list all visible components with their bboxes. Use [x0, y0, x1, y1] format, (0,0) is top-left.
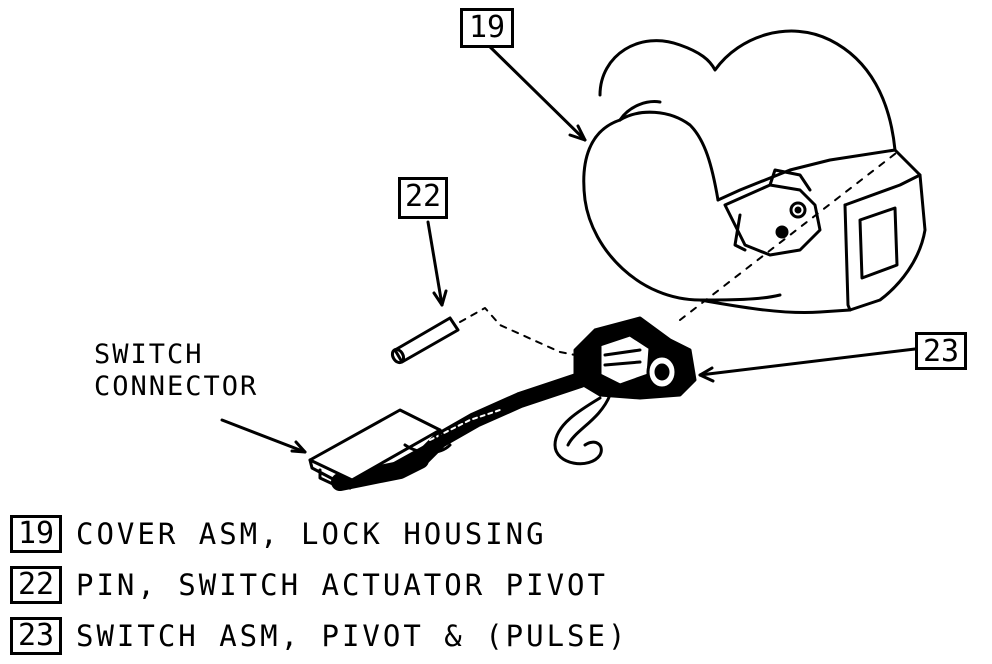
switch-connector-label-line2: CONNECTOR — [94, 371, 259, 402]
legend-item-19: 19 COVER ASM, LOCK HOUSING — [10, 514, 547, 554]
lock-housing-cover — [582, 29, 927, 314]
legend-number: 22 — [10, 566, 62, 604]
switch-connector-label-line1: SWITCH — [94, 339, 204, 370]
switch-assembly — [553, 316, 697, 466]
pivot-pin — [390, 316, 460, 365]
legend-description: PIN, SWITCH ACTUATOR PIVOT — [76, 568, 608, 602]
callout-23: 23 — [915, 332, 967, 370]
leader-19 — [481, 38, 587, 142]
callout-19: 19 — [460, 8, 514, 48]
assembly-line-upper — [679, 149, 901, 321]
legend-item-23: 23 SWITCH ASM, PIVOT & (PULSE) — [10, 616, 628, 656]
leader-22 — [426, 220, 448, 307]
leader-switch-connector — [220, 418, 307, 454]
callout-22: 22 — [398, 177, 448, 219]
switch-connector-plug — [308, 408, 452, 490]
legend-number: 23 — [10, 617, 62, 655]
leader-23 — [698, 347, 917, 383]
legend-number: 19 — [10, 515, 62, 553]
legend-description: COVER ASM, LOCK HOUSING — [76, 517, 547, 551]
legend-item-22: 22 PIN, SWITCH ACTUATOR PIVOT — [10, 565, 608, 605]
assembly-line-pin — [459, 307, 581, 357]
legend-description: SWITCH ASM, PIVOT & (PULSE) — [76, 619, 629, 653]
